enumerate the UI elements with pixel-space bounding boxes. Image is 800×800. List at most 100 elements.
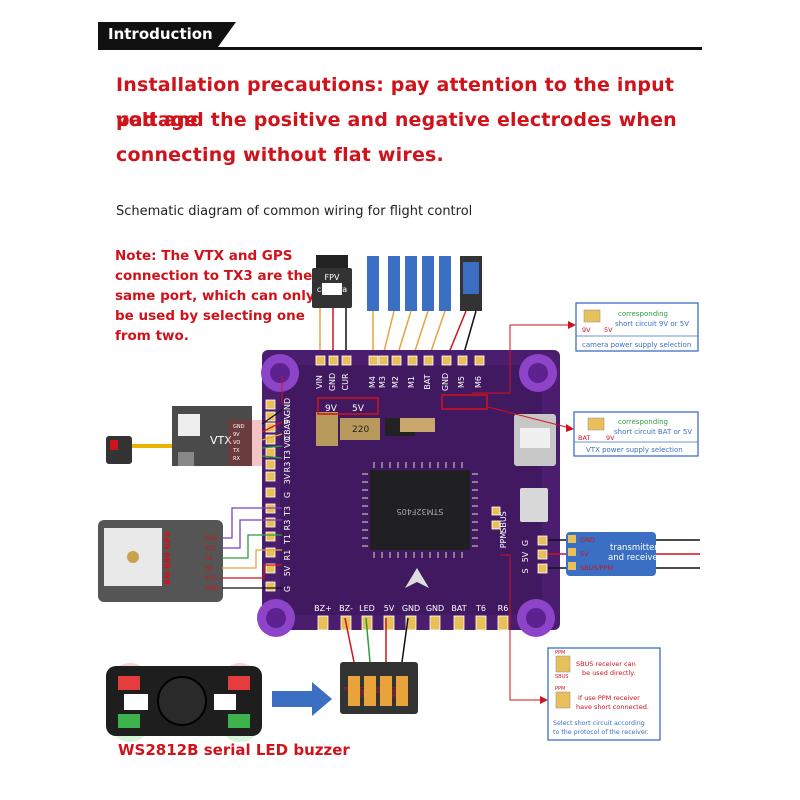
vtx-module: VTX GND 9V VO TX RX [106, 406, 262, 466]
flight-controller-board: STM32F405 220 9V 5V [257, 350, 560, 637]
top-pad [315, 355, 326, 366]
sbus-box-line-1: SBUS receiver can [576, 660, 636, 668]
jumper-5v: 5V [352, 404, 365, 414]
left-pad-label: GND [283, 398, 292, 416]
right-pad [491, 506, 501, 516]
sbus-box-line-2: be used directly. [582, 669, 635, 677]
vtx-pin-5: RX [233, 456, 240, 462]
receiver-module: GND 5V SBUS/PPM transmitter and receiver [548, 532, 700, 576]
top-pad [391, 355, 402, 366]
right-pad [537, 549, 548, 560]
bottom-pad [429, 615, 441, 631]
top-pad-label: M1 [407, 376, 416, 388]
top-pad-label: VIN [315, 375, 324, 389]
warning-line-3: connecting without flat wires. [116, 144, 444, 166]
buzzer-arrow [272, 682, 332, 716]
receiver-pin-1: GND [580, 536, 595, 544]
top-pad [328, 355, 339, 366]
left-pad [265, 531, 276, 542]
camera-box-line-1: corresponding [618, 310, 668, 318]
left-pad-label: G [283, 586, 292, 592]
led-header: B LED 5V GND [340, 662, 418, 714]
top-pad [368, 355, 379, 366]
left-pad [265, 487, 276, 498]
vtx-power-box: BAT 9V corresponding short circuit BAT o… [487, 406, 699, 457]
bottom-pad [453, 615, 465, 631]
top-pad-label: M2 [391, 376, 400, 388]
led-header-pin-4: GND [390, 687, 396, 699]
vtx-pin-2: 9V [233, 432, 240, 438]
right-pad-label: SBUS [499, 511, 508, 533]
bottom-pad-label: GND [402, 604, 420, 613]
top-pad-label: M4 [368, 376, 377, 388]
camera-opt-a: 9V [582, 326, 591, 334]
top-pad-label: GND [328, 373, 337, 391]
mcu-chip [370, 470, 470, 550]
vtx-label: VTX [210, 434, 232, 447]
sbus-box-ppm-b: PPM [555, 686, 565, 692]
sbus-box-line-3: If use PPM receiver [578, 694, 640, 702]
bottom-pad [383, 615, 395, 631]
gps-module: BN-880 GPS SDA SCL TX RX VCC GND [98, 520, 223, 602]
intro-underline [98, 22, 702, 50]
led-buzzer-module [106, 663, 262, 742]
receiver-title-2: and receiver [608, 553, 662, 563]
top-pad [457, 355, 468, 366]
diagram-subtitle: Schematic diagram of common wiring for f… [116, 204, 473, 219]
bottom-pad [317, 615, 329, 631]
camera-box-footer: camera power supply selection [582, 341, 691, 349]
left-pad [265, 399, 276, 410]
bottom-pad [497, 615, 509, 631]
bottom-pad-label: BZ+ [314, 604, 332, 613]
right-pad [491, 520, 501, 530]
led-header-pin-1: B [342, 687, 348, 691]
gps-wires [222, 507, 282, 589]
camera-opt-b: 5V [604, 326, 613, 334]
top-pad [423, 355, 434, 366]
gps-pin-1: SDA [205, 535, 218, 542]
top-pad-label: GND [441, 373, 450, 391]
vtx-box-footer: VTX power supply selection [586, 446, 683, 454]
fpv-camera-label-1: FPV [325, 273, 340, 282]
sbus-box-line-5: Select short circuit according [553, 720, 645, 727]
vtx-antenna [106, 436, 132, 464]
warning-line-1: Installation precautions: pay attention … [116, 74, 675, 131]
mcu-text: STM32F405 [397, 507, 444, 516]
bottom-pad-label: BAT [451, 604, 466, 613]
left-pad [265, 471, 276, 482]
section-title: Introduction [98, 22, 218, 47]
vtx-box-line-2: short circuit BAT or 5V [614, 428, 692, 436]
gps-pin-6: GND [205, 585, 219, 592]
bottom-pad-label: BZ- [339, 604, 353, 613]
gps-pin-5: VCC [205, 575, 217, 582]
regulator-text: 220 [352, 425, 369, 435]
led-header-pin-2: LED [358, 687, 364, 697]
vtx-pin-4: TX [232, 448, 240, 454]
top-pad-label: BAT [423, 374, 432, 389]
right-pad [537, 535, 548, 546]
right-pad [537, 563, 548, 574]
top-pad [407, 355, 418, 366]
left-pad-label: G [283, 492, 292, 498]
gps-label: BN-880 GPS [163, 531, 172, 585]
warning-line-2: pad and the positive and negative electr… [116, 109, 677, 131]
left-pad [265, 547, 276, 558]
led-header-wires [344, 617, 409, 663]
camera-box-line-2: short circuit 9V or 5V [615, 320, 689, 328]
sbus-box-sbus: SBUS [555, 674, 568, 680]
right-pad-label: 5V [521, 551, 530, 562]
top-pad [441, 355, 452, 366]
top-pad-label: M6 [474, 376, 483, 388]
left-pad [265, 411, 276, 422]
left-pad [265, 563, 276, 574]
sbus-box-ppm-a: PPM [555, 650, 565, 656]
jumper-9v: 9V [325, 404, 338, 414]
vtx-pin-1: GND [233, 424, 245, 430]
vtx-gps-note: Note: The VTX and GPS connection to TX3 … [115, 248, 315, 344]
motor-connector-strips [367, 256, 482, 311]
receiver-pin-3: SBUS/PPM [580, 564, 613, 572]
fpv-camera-label-2: camera [317, 285, 347, 294]
